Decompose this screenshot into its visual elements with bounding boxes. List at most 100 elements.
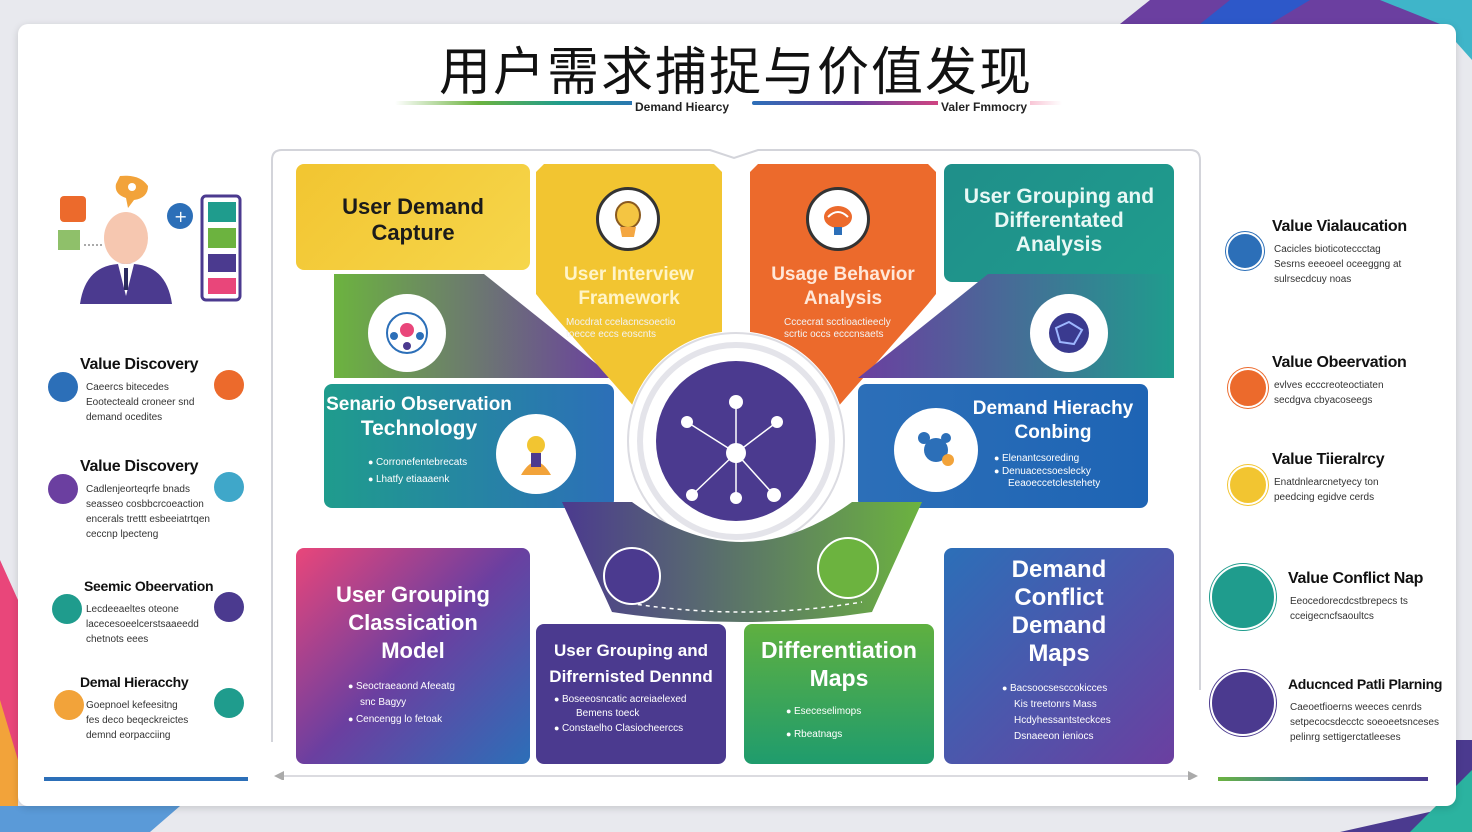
tile-maps-title-1: Differentiation: [761, 637, 917, 663]
tile-conflict-title-4: Maps: [1028, 640, 1090, 667]
tile-differentiated-bullet-3: Constaelho Clasiocheerccs: [554, 723, 683, 734]
hierarchy-gear-icon: [894, 408, 978, 492]
left-item-desc: encerals trettt esbeeiatrtqen: [86, 514, 210, 525]
tile-classification-title-3: Model: [381, 638, 445, 663]
left-item-desc: demand ocedites: [86, 412, 163, 423]
right-item-desc: cceigecncfsaoultcs: [1290, 611, 1374, 622]
tile-conflict-bullet-4: Dsnaeeon ieniocs: [1014, 731, 1094, 742]
left-item-desc: Lecdeeaeltes oteone: [86, 604, 179, 615]
corner-decoration-bottom-left: [0, 560, 60, 832]
left-item-title: Seemic Obeervation: [84, 578, 214, 594]
tile-conflict: Demand Conflict Demand Maps Bacsoocsescc…: [944, 548, 1174, 764]
tile-scenario-bullet-2: Lhatfy etiaaaenk: [368, 474, 449, 485]
left-item-desc: ceccnp lpecteng: [86, 529, 159, 540]
right-item-title: Value Tiieralrcy: [1272, 451, 1385, 468]
tile-interview-title-1: User Interview: [564, 264, 694, 285]
right-item-desc: Cacicles bioticoteccctag: [1274, 244, 1381, 255]
left-item-desc: chetnots eees: [86, 634, 149, 645]
svg-text:+: +: [174, 207, 187, 226]
right-item-title: Value Obeervation: [1272, 354, 1407, 371]
right-item-desc: sulrsecdcuy noas: [1274, 274, 1352, 285]
left-item-desc: seasseo cosbbcrcoeaction: [86, 499, 204, 510]
right-item-desc: Sesrns eeeoeel oceeggng at: [1274, 259, 1402, 270]
tile-hierarchy-bullets: Elenantcsoreding Denuacecsoeslecky Eeaoe…: [994, 452, 1100, 490]
tile-conflict-title-2: Conflict: [1014, 584, 1104, 611]
subtitle-bar-left: [395, 101, 645, 105]
left-item-accent-icon: [214, 592, 244, 622]
tile-differentiated: User Grouping and Difrernisted Dennnd Bo…: [536, 624, 726, 764]
right-item-desc: peedcing egidve cerds: [1274, 492, 1375, 503]
palm-icon: [52, 594, 82, 624]
lower-connector: [562, 502, 922, 622]
tile-maps: Differentiation Maps Eseceselimops Rbeat…: [744, 624, 934, 764]
people-icon: [48, 474, 78, 504]
tile-usage-text: Usage Behavior Analysis Cccecrat scctioa…: [750, 258, 936, 348]
brain-icon: [1226, 232, 1264, 270]
left-item-desc: demnd eorpacciing: [86, 730, 171, 741]
tile-conflict-bullets: Bacsoocsesccokicces Kis treetonrs Mass H…: [1002, 680, 1111, 745]
team-icon: [1210, 564, 1276, 630]
tile-maps-bullet-2: Rbeatnags: [786, 729, 842, 740]
subtitle-right-label: Valer Fmmocry: [938, 100, 1031, 114]
page-title: 用户需求捕捉与价值发现: [438, 44, 1033, 102]
tile-usage-title-2: Analysis: [803, 288, 883, 309]
tile-grouping-analysis: User Grouping and Differentated Analysis: [944, 164, 1174, 282]
left-item-title: Value Discovery: [80, 458, 199, 475]
tile-conflict-bullet-2: Kis treetonrs Mass: [1014, 699, 1097, 710]
left-item-desc: Goepnoel kefeesitng: [86, 700, 178, 711]
right-item-title: Value Conflict Nap: [1288, 570, 1424, 587]
left-item-desc: Cadlenjeorteqrfe bnads: [86, 484, 190, 495]
figure-icon: [54, 690, 84, 720]
left-item-desc: Eootecteald croneer snd: [86, 397, 195, 408]
tile-interview-title-2: Framework: [578, 288, 680, 309]
right-item-desc: secdgva cbyacoseegs: [1274, 395, 1373, 406]
tile-grouping-analysis-title-1: User Grouping and: [963, 185, 1155, 208]
tile-usage-desc-1: Cccecrat scctioactieecly: [784, 317, 891, 328]
tile-classification-title-2: Classication: [348, 610, 478, 635]
person-illustration: +: [58, 175, 242, 304]
tile-grouping-analysis-title-2: Differentated: [994, 209, 1124, 232]
corner-decoration-bottom-left-2: [0, 806, 180, 832]
tile-classification: User Grouping Classication Model Seoctra…: [296, 548, 530, 764]
tile-differentiated-bullets: Boseeosncatic acreiaelexed Bemens toeck …: [554, 692, 686, 736]
right-item-title: Aducnced Patli Plarning: [1288, 676, 1443, 692]
left-item-desc: Caeercs bitecedes: [86, 382, 169, 393]
right-network-icon: [1030, 294, 1108, 372]
tile-grouping-analysis-title-3: Analysis: [1015, 233, 1103, 256]
right-item-desc: evlves ecccreoteoctiaten: [1274, 380, 1384, 391]
tile-hierarchy-bullet-2: Denuacecsoeslecky: [994, 466, 1091, 477]
left-item-accent-icon: [214, 370, 244, 400]
tile-conflict-title-3: Demand: [1011, 612, 1107, 639]
left-item-title: Demal Hieracchy: [80, 674, 189, 690]
left-item-desc: fes deco beqeckreictes: [86, 715, 189, 726]
right-chevron-band: [858, 274, 1174, 378]
scenario-person-icon: [496, 414, 576, 494]
subtitle-bar-right: [752, 101, 1062, 105]
tile-interview-desc-2: toecce eccs eoscnts: [566, 329, 657, 340]
tile-hierarchy-title-2: Conbing: [1014, 422, 1092, 443]
tile-conflict-bullet-1: Bacsoocsesccokicces: [1002, 683, 1107, 694]
tile-classification-title-1: User Grouping: [335, 582, 490, 607]
left-network-icon: [368, 294, 446, 372]
tile-scenario-title-1: Senario Observation: [326, 394, 512, 415]
bottom-bar-right: [1218, 777, 1428, 781]
interview-head-icon: [596, 187, 660, 251]
bulb-icon: [1228, 465, 1268, 505]
tile-scenario-bullet-1: Corronefentebrecats: [368, 457, 467, 468]
tile-classification-bullet-3: Cencengg lo fetoak: [348, 714, 442, 725]
right-item-desc: Eeocedorecdcstbrepecs ts: [1290, 596, 1408, 607]
left-item-accent-icon: [214, 472, 244, 502]
tile-classification-bullet-2: snc Bagyy: [360, 697, 407, 708]
diagram-frame: [271, 149, 1201, 780]
tile-maps-title-2: Maps: [809, 665, 869, 691]
tile-usage-desc-2: scrtic occs ecccnsaets: [784, 329, 884, 340]
tile-interview-shape: [536, 164, 722, 409]
tile-scenario-bullets: Corronefentebrecats Lhatfy etiaaaenk: [368, 454, 467, 488]
tile-conflict-title-1: Demand: [1011, 556, 1107, 583]
right-item-desc: setpecocsdecctc soeoeetsnceses: [1290, 717, 1439, 728]
right-item-desc: Caeoetfioerns weeces cenrds: [1290, 702, 1422, 713]
right-item-desc: Enatdnlearcnetyecy ton: [1274, 477, 1379, 488]
tile-classification-bullets: Seoctraeaond Afeeatg snc Bagyy Cencengg …: [348, 678, 455, 728]
tile-interview-text: User Interview Framework Mocdrat ccelacn…: [536, 258, 722, 348]
tile-usage-shape: [750, 164, 936, 409]
